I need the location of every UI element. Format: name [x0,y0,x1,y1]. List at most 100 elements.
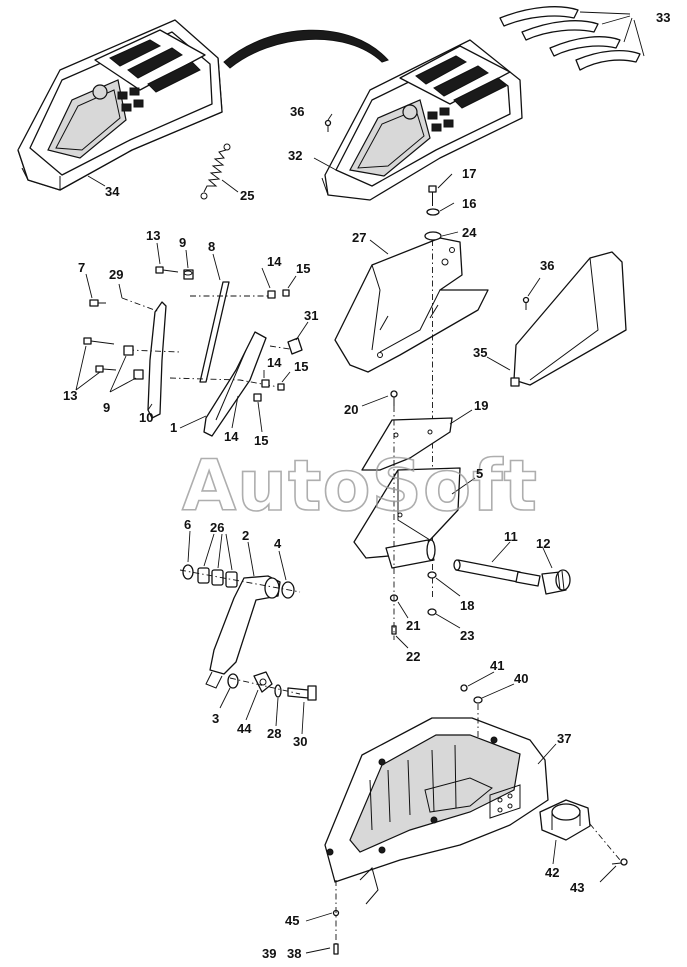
washer-24 [424,231,442,241]
spring [200,143,231,200]
nut-23 [427,608,437,616]
callout-2: 2 [242,528,249,543]
callout-38: 38 [287,946,301,961]
callout-26: 26 [210,520,224,535]
tube-sleeve [385,539,436,569]
callout-17: 17 [462,166,476,181]
callout-4: 4 [274,536,282,551]
callout-15-mid: 15 [294,359,308,374]
callout-9-top: 9 [179,235,186,250]
callout-43: 43 [570,880,584,895]
callout-30: 30 [293,734,307,749]
callout-18: 18 [460,598,474,613]
spacers-26 [197,567,238,588]
knob-12 [541,569,571,595]
link-8 [199,281,230,383]
clip-31 [287,337,303,355]
callout-3: 3 [212,711,219,726]
bolt-13-left [83,337,115,345]
callout-19: 19 [474,398,488,413]
housing-37 [324,717,549,905]
bolt-17 [428,185,437,206]
callout-10: 10 [139,410,153,425]
mounting-bracket [334,237,489,373]
screw-36-right [522,296,530,310]
bushing-6 [182,564,194,580]
callout-8: 8 [208,239,215,254]
callout-20: 20 [344,402,358,417]
callout-13-left: 13 [63,388,77,403]
lever-1 [203,331,267,437]
pin-38-39 [333,943,339,955]
bracket-5 [353,467,461,559]
callout-12: 12 [536,536,550,551]
washer-3 [227,673,239,689]
callout-42: 42 [545,865,559,880]
callout-39: 39 [262,946,276,961]
callout-28: 28 [267,726,281,741]
nut-15-right [277,383,285,391]
screw-43 [611,858,628,866]
washer-16 [426,208,440,216]
bushing-9-top [183,269,194,280]
bolt-13-top [155,266,179,274]
callout-14-mid: 14 [267,355,282,370]
callout-36-top: 36 [290,104,304,119]
transition-arrow [223,29,389,69]
callout-25: 25 [240,188,254,203]
callout-1: 1 [170,420,177,435]
callout-36-right: 36 [540,258,554,273]
nut-14-top [267,290,276,299]
screw-36-left [324,119,332,132]
watermark: AutoSoft [182,445,538,527]
callout-7: 7 [78,260,85,275]
callout-16: 16 [462,196,476,211]
callout-14-top: 14 [267,254,282,269]
washer-40 [473,696,483,704]
screw-20 [390,390,398,406]
bolt-13-left2 [95,365,117,373]
pivot-44 [253,671,273,693]
callout-29: 29 [109,267,123,282]
callout-22: 22 [406,649,420,664]
callout-34: 34 [105,184,120,199]
nut-15-top [282,289,290,297]
callout-9-left: 9 [103,400,110,415]
callout-40: 40 [514,671,528,686]
pin-22 [391,625,397,635]
callout-44: 44 [237,721,252,736]
callout-33: 33 [656,10,670,25]
washer-28 [274,684,282,698]
lever-10 [147,301,167,419]
shaft-11 [453,559,541,587]
nut-15-mid [253,393,262,402]
nut-14-mid [261,379,270,388]
callout-35: 35 [473,345,487,360]
callout-21: 21 [406,618,420,633]
callout-31: 31 [304,308,318,323]
bolt-30 [287,685,317,701]
leader-lines [75,11,645,954]
bracket-42 [539,799,591,841]
callout-24: 24 [462,225,477,240]
arm-2 [205,575,281,689]
callout-45: 45 [285,913,299,928]
callout-numbers: 33 36 32 34 25 17 16 24 27 13 9 8 14 15 … [63,10,670,961]
console-assembly-left [17,19,223,191]
callout-11: 11 [504,529,518,544]
bolt-7 [89,299,106,307]
callout-14-low: 14 [224,429,239,444]
nut-18 [427,571,437,579]
callout-6: 6 [184,517,191,532]
callout-37: 37 [557,731,571,746]
side-cover [510,251,627,387]
callout-41: 41 [490,658,504,673]
screw-41 [460,684,468,692]
decal-strips [499,6,641,71]
console-assembly-right [321,39,523,201]
plate-19 [361,417,453,471]
bushing-9-left [123,345,144,380]
callout-15-top: 15 [296,261,310,276]
callout-23: 23 [460,628,474,643]
